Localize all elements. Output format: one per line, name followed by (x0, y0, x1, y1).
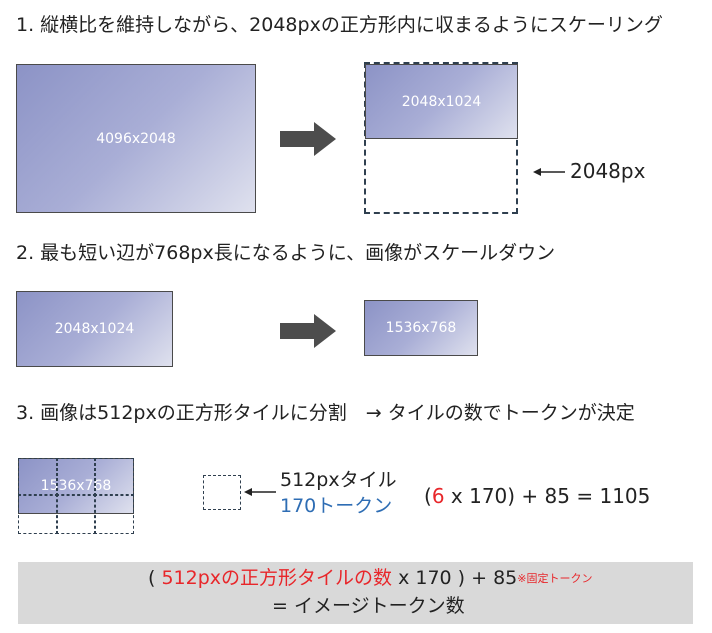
right-arrow-icon (280, 122, 336, 156)
step3-grid-label: 1536x768 (40, 478, 112, 494)
step1-heading: 1. 縦横比を維持しながら、2048pxの正方形内に収まるようにスケーリング (16, 14, 663, 36)
step2-scaled-image: 1536x768 (364, 300, 478, 356)
tile-grid (18, 458, 134, 534)
step3-heading: 3. 画像は512pxの正方形タイルに分割 → タイルの数でトークンが決定 (16, 402, 635, 424)
left-arrow-icon (533, 168, 565, 176)
step1-scaled-label: 2048x1024 (401, 93, 482, 110)
formula-line1: ( 512pxの正方形タイルの数 x 170 ) + 85※固定トークン (148, 569, 592, 588)
left-arrow-icon (244, 488, 276, 496)
calc-open: ( (424, 484, 432, 508)
step1-side-label: 2048px (570, 159, 646, 183)
step2-source-image: 2048x1024 (16, 291, 173, 367)
tile-token-label: 170トークン (280, 495, 393, 517)
formula-line2: = イメージトークン数 (272, 595, 465, 617)
calc-tile-count: 6 (431, 484, 445, 508)
step2-source-label: 2048x1024 (54, 321, 135, 337)
step1-scaled-image: 2048x1024 (365, 64, 518, 139)
token-calculation: (6 x 170) + 85 = 1105 (424, 486, 650, 506)
single-tile (203, 475, 241, 510)
step1-source-image: 4096x2048 (16, 64, 256, 213)
tile-size-label: 512pxタイル (280, 469, 397, 491)
tile (56, 494, 96, 534)
tile (18, 458, 58, 496)
step1-source-label: 4096x2048 (96, 130, 176, 147)
formula-box (18, 562, 693, 624)
tile (56, 458, 96, 496)
formula-fixed-note: ※固定トークン (517, 572, 593, 585)
tile (18, 494, 58, 534)
tile (94, 458, 134, 496)
formula-times: x 170 ) + 85 (392, 567, 518, 589)
formula-open: ( (148, 567, 156, 589)
step2-scaled-label: 1536x768 (385, 320, 457, 336)
calc-rest: x 170) + 85 = 1105 (444, 484, 651, 508)
step2-heading: 2. 最も短い辺が768px長になるように、画像がスケールダウン (16, 242, 556, 264)
formula-tiles-text: 512pxの正方形タイルの数 (161, 567, 393, 589)
tile (94, 494, 134, 534)
right-arrow-icon (280, 314, 336, 348)
